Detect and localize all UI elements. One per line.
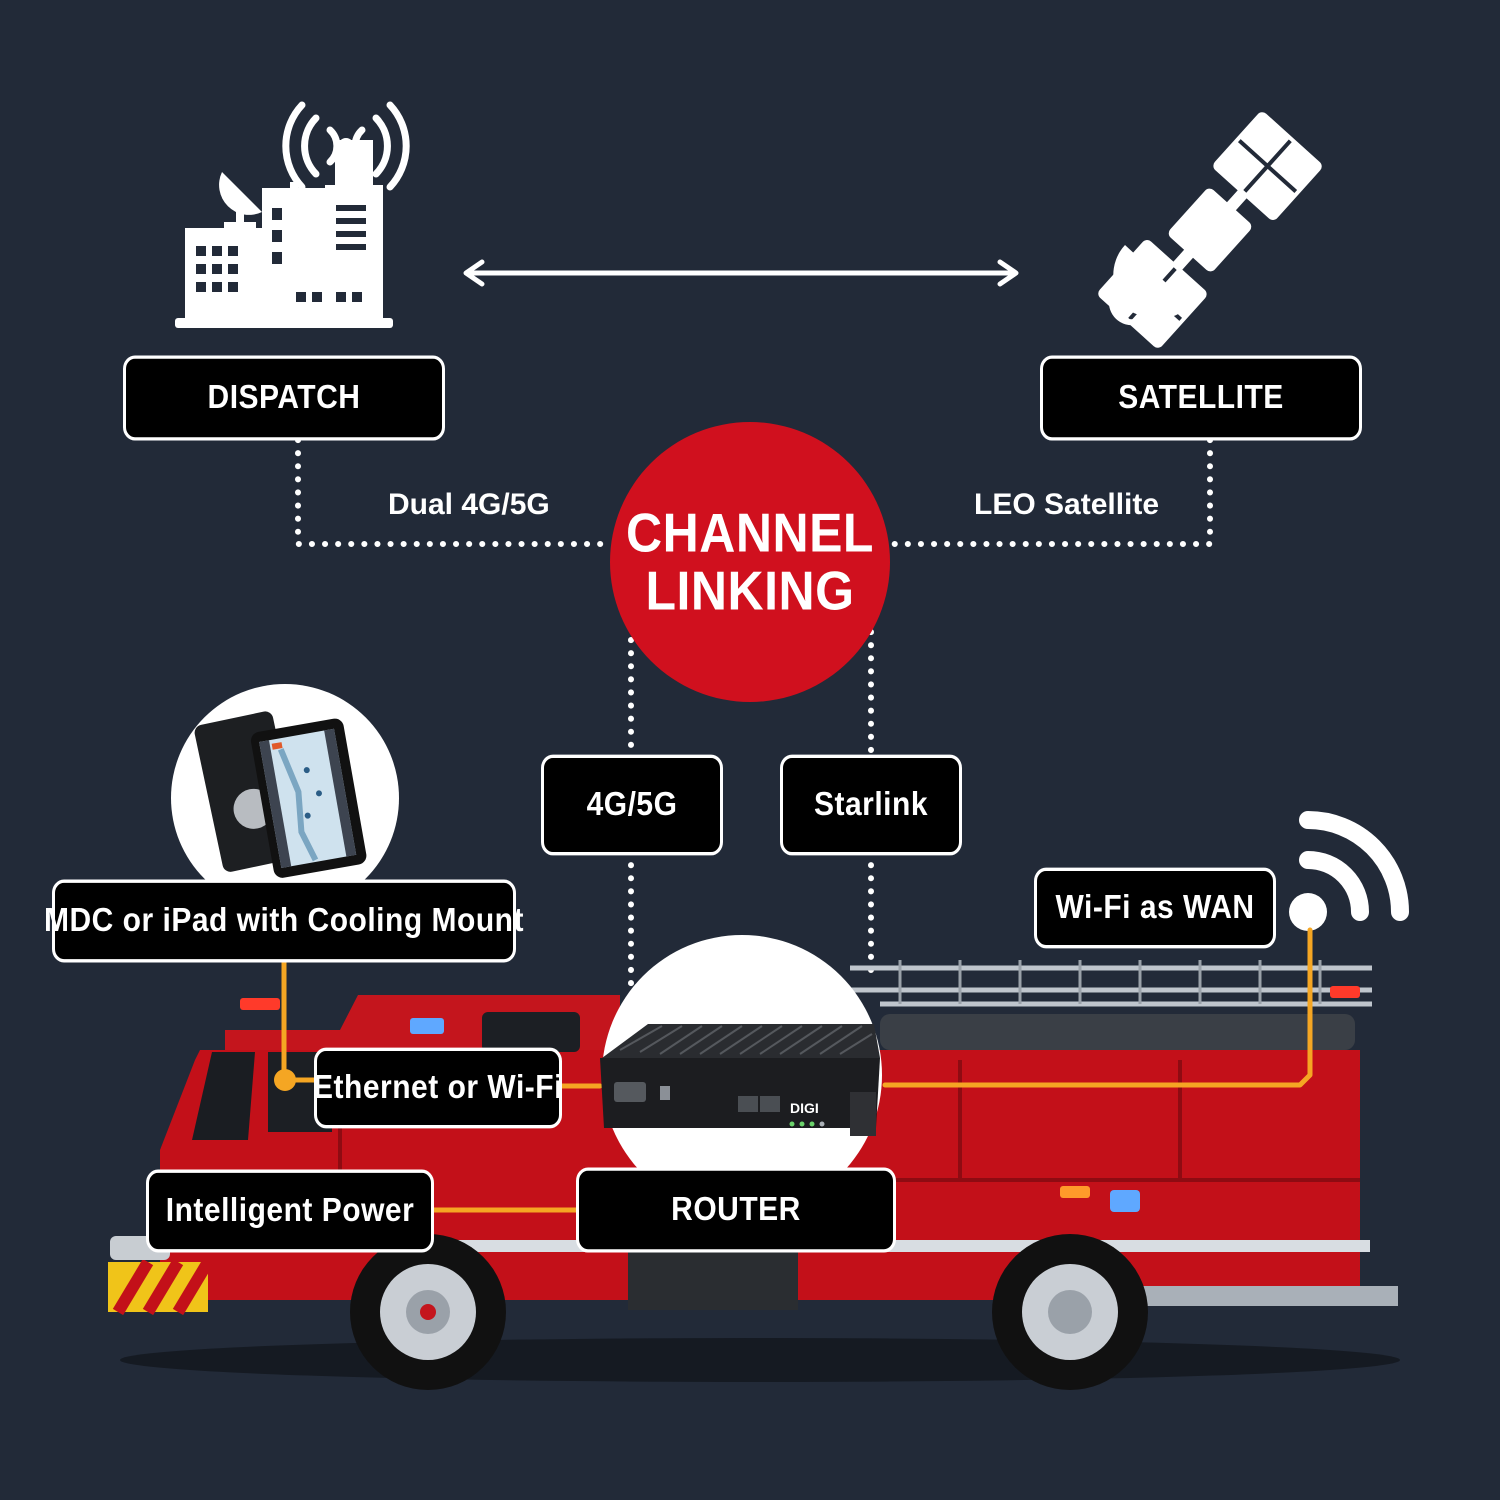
intelligent-power-label: Intelligent Power [146, 1169, 434, 1253]
junction-dot [274, 1069, 296, 1091]
leo-satellite-link-label: LEO Satellite [974, 488, 1160, 521]
front-wheel [350, 1234, 506, 1390]
router-label: ROUTER [576, 1167, 896, 1253]
dual-cellular-link-label: Dual 4G/5G [388, 488, 550, 521]
dispatch-label: DISPATCH [123, 355, 445, 441]
cellular-channel-label: 4G/5G [541, 754, 723, 856]
router-logo: DIGI [790, 1100, 819, 1116]
rear-wheel [992, 1234, 1148, 1390]
orange-connectors [281, 927, 1313, 1213]
ethernet-wifi-label: Ethernet or Wi-Fi [313, 1047, 562, 1129]
double-arrow-icon [463, 259, 1019, 287]
router-device-icon: DIGI [600, 935, 882, 1215]
satellite-signal-icon [1108, 280, 1151, 326]
dispatch-building-icon [175, 138, 393, 328]
starlink-channel-label: Starlink [780, 754, 962, 856]
radio-waves-icon [282, 101, 410, 191]
mdc-ipad-label: MDC or iPad with Cooling Mount [44, 879, 523, 963]
tablet-icon [171, 684, 399, 912]
wifi-wan-label: Wi-Fi as WAN [1034, 867, 1276, 949]
wifi-icon [1289, 811, 1409, 931]
satellite-label: SATELLITE [1040, 355, 1362, 441]
channel-linking-line2: LINKING [645, 560, 855, 622]
satellite-icon [1098, 112, 1322, 348]
dotted-connectors [295, 437, 1213, 988]
channel-linking-hub: CHANNEL LINKING [610, 422, 890, 702]
channel-linking-line1: CHANNEL [626, 502, 874, 564]
